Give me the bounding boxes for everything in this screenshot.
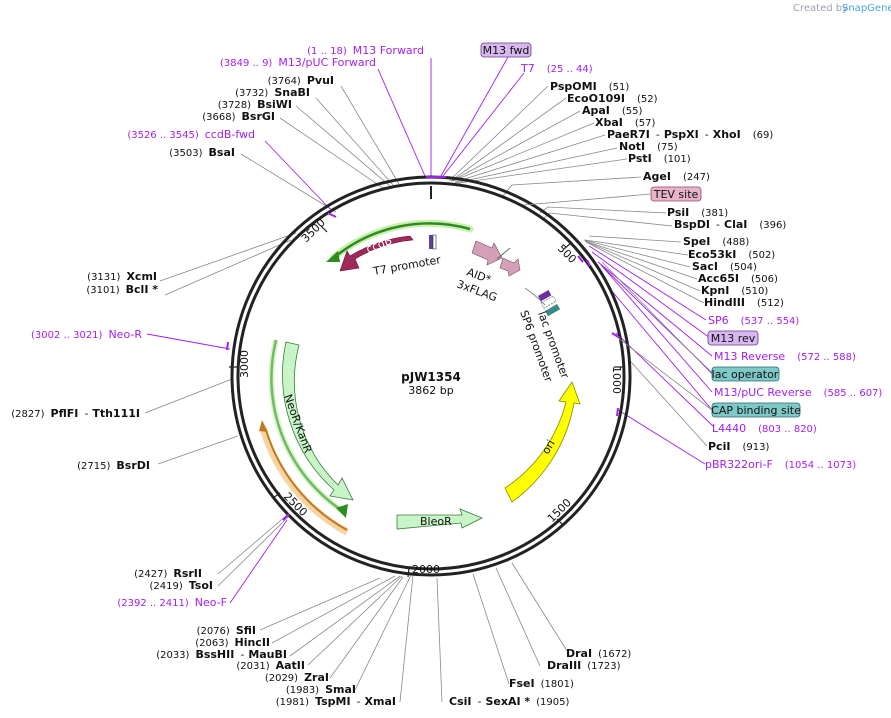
site-hindiii: HindIII(512) (704, 296, 784, 309)
mcs-mark-1 (429, 235, 433, 249)
site-bsiwi: (3728)BsiWI (218, 98, 292, 111)
site-drai: DraI(1672) (566, 647, 631, 660)
site-xbai: XbaI(57) (595, 116, 656, 129)
brand-prefix: Created by (793, 3, 848, 14)
lac-arc (524, 287, 546, 306)
sp6-mark (538, 290, 552, 302)
site-fsei: FseI(1801) (509, 677, 574, 690)
aid-feature (471, 240, 503, 266)
site-spei: SpeI(488) (683, 235, 749, 248)
neor-promoter-arc-glow (268, 339, 346, 515)
site-acc65i: Acc65I(506) (698, 272, 778, 285)
site-bspdi-clai: BspDI-ClaI(396) (674, 218, 786, 231)
site-apai: ApaI(55) (582, 104, 643, 117)
site-saci: SacI(504) (692, 260, 757, 273)
site-psti: PstI(101) (628, 152, 691, 165)
m13-fwd-label: M13 fwd (483, 44, 530, 57)
tev-leader (523, 193, 652, 206)
m13-rev-box (707, 330, 759, 346)
tick-label-3000: 3000 (238, 350, 251, 378)
primer-neo-f: (2392 .. 2411)Neo-F (117, 596, 227, 609)
primer-leaders (146, 56, 715, 604)
aid-tick (496, 247, 511, 260)
bleor-label: BleoR (420, 515, 452, 528)
primer-marks (226, 176, 621, 521)
neor-promoter-arrowhead (336, 504, 348, 518)
site-rsrii: (2427)RsrII (134, 567, 202, 580)
site-sfii: (2076)SfiI (197, 624, 256, 637)
primer-m13puc-reverse: M13/pUC Reverse(585 .. 607) (714, 386, 882, 399)
site-pvui: (3764)PvuI (268, 74, 334, 87)
backbone-inner (236, 181, 626, 571)
primer-t7: T7(25 .. 44) (520, 62, 593, 75)
orange-arrowhead (259, 420, 268, 432)
site-tsoi: (2419)TsoI (149, 579, 213, 592)
orange-arc-glow (259, 427, 349, 536)
m13-rev-label: M13 rev (711, 332, 756, 345)
scale-ticks (229, 225, 623, 578)
site-draiii: DraIII(1723) (547, 659, 621, 672)
plasmid-size: 3862 bp (408, 384, 453, 397)
primer-ccdb-fwd: (3526 .. 3545)ccdB-fwd (127, 128, 255, 141)
ori-feature (504, 381, 581, 503)
site-psii: PsiI(381) (667, 206, 728, 219)
primer-l4440: L4440(803 .. 820) (712, 422, 817, 435)
site-eco53ki: Eco53kI(502) (688, 248, 775, 261)
site-noti: NotI(75) (619, 140, 678, 153)
lac-mark (545, 304, 561, 317)
site-paer7i-pspxi-xhoi: PaeR7I-PspXI-XhoI(69) (607, 128, 773, 141)
site-tspmi-xmai: (1981)TspMI-XmaI (276, 695, 396, 708)
neor-feature (282, 341, 354, 501)
primer-m13-forward: (1 .. 18)M13 Forward (307, 44, 424, 57)
primer-sp6: SP6(537 .. 554) (708, 314, 799, 327)
site-agei: AgeI(247) (643, 170, 710, 183)
tick-label-2000: 2000 (412, 563, 440, 576)
site-snabi: (3732)SnaBI (235, 86, 310, 99)
site-pspomi: PspOMI(51) (550, 80, 629, 93)
orange-arc (265, 429, 348, 531)
site-bsrdi: (2715)BsrDI (77, 459, 150, 472)
site-bcli: (3101)BclI * (86, 283, 158, 296)
site-hincii: (2063)HincII (195, 636, 270, 649)
primer-m13-reverse: M13 Reverse(572 .. 588) (714, 350, 856, 363)
box-leaders (601, 261, 713, 411)
cap-binding-label: CAP binding site (711, 404, 801, 417)
leader-lines (144, 85, 708, 703)
ccdb-feature (339, 235, 414, 272)
tick-label-500: 500 (555, 242, 579, 266)
primer-m13puc-forward: (3849 .. 9)M13/pUC Forward (220, 56, 376, 69)
site-csii-sexai: CsiI-SexAI *(1905) (449, 695, 569, 708)
site-xcmi: (3131)XcmI (87, 270, 157, 283)
site-kpni: KpnI(510) (701, 284, 768, 297)
bleor-feature (396, 508, 483, 530)
site-zrai: (2029)ZraI (265, 671, 329, 684)
brand-name: SnapGene (842, 3, 891, 14)
plasmid-name: pJW1354 (401, 370, 461, 384)
t7-promoter-arrowhead (326, 251, 340, 262)
site-aatii: (2031)AatII (236, 659, 305, 672)
m13-fwd-box (480, 42, 532, 58)
site-ecoo109i: EcoO109I(52) (567, 92, 658, 105)
site-pflfi-tth111i: (2827)PflFI-Tth111I (11, 407, 140, 420)
tick-label-3500: 3500 (299, 216, 328, 245)
t7-promoter-label: T7 promoter (371, 253, 442, 278)
site-pcii: PciI(913) (708, 440, 769, 453)
tev-site-label: TEV site (653, 188, 699, 201)
site-smai: (1983)SmaI (286, 683, 356, 696)
t7-promoter-arc (335, 222, 471, 257)
lac-operator-label: lac operator (712, 368, 779, 381)
mcs-mark-2 (432, 234, 437, 250)
primer-pbr322ori-f: pBR322ori-F(1054 .. 1073) (705, 458, 856, 471)
site-bsrgi: (3668)BsrGI (202, 110, 275, 123)
ori-label: ori (539, 438, 557, 457)
site-bsai: (3503)BsaI (169, 146, 235, 159)
tick-label-1000: 1000 (610, 366, 623, 394)
site-bsshii-maubi: (2033)BssHII-MauBI (156, 648, 287, 661)
primer-neo-r: (3002 .. 3021)Neo-R (31, 328, 142, 341)
flag-feature (499, 257, 521, 277)
